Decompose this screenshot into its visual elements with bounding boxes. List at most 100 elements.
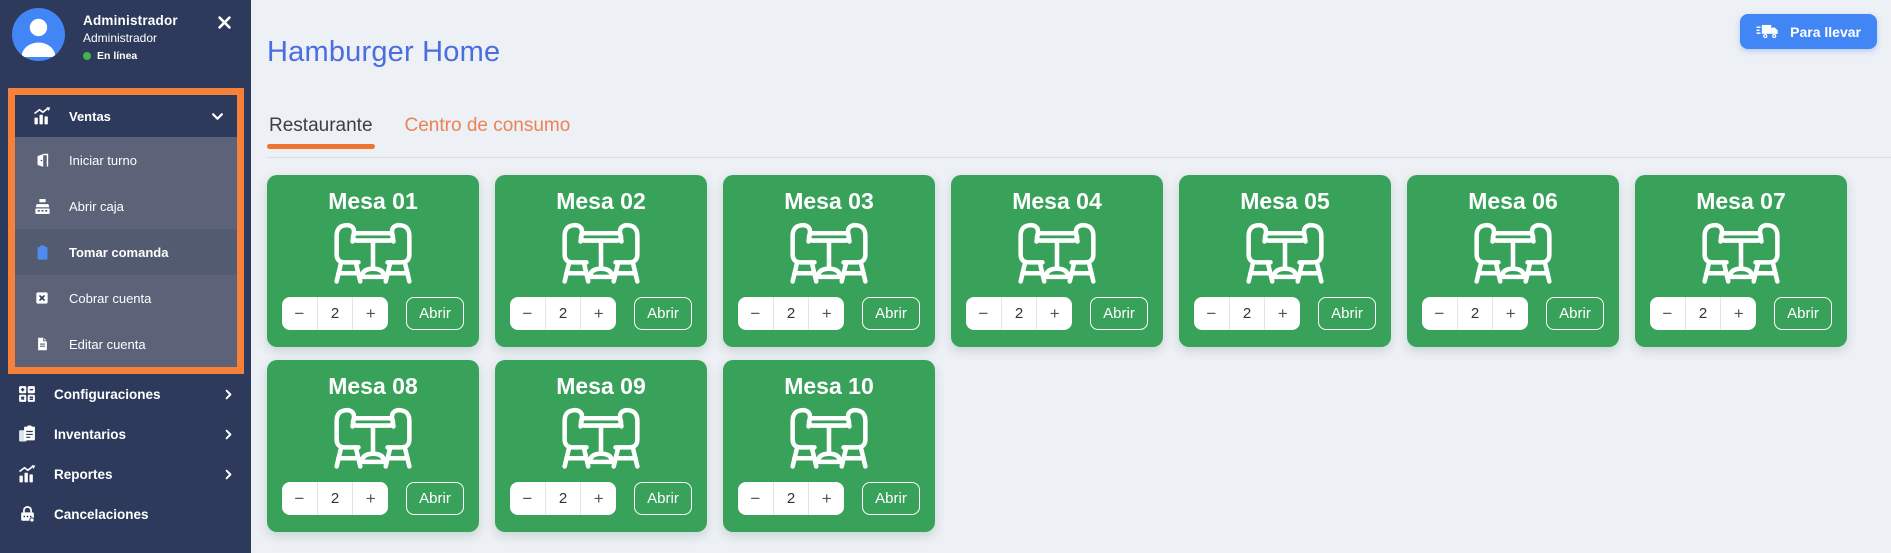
table-chairs-icon [770, 216, 888, 296]
table-card: Mesa 03 [723, 175, 935, 347]
sidebar: Administrador Administrador En línea Ven… [0, 0, 251, 553]
card-controls: − 2 + Abrir [267, 482, 479, 515]
decrement-button[interactable]: − [1194, 297, 1229, 330]
seats-value: 2 [1684, 297, 1722, 330]
reports-chart-icon [15, 463, 39, 485]
open-table-button[interactable]: Abrir [1774, 297, 1832, 330]
card-controls: − 2 + Abrir [267, 297, 479, 330]
table-card: Mesa 01 [267, 175, 479, 347]
open-table-button[interactable]: Abrir [1318, 297, 1376, 330]
seats-stepper: − 2 + [282, 482, 388, 515]
menu-item-cancelaciones[interactable]: Cancelaciones [0, 494, 251, 534]
increment-button[interactable]: + [353, 297, 388, 330]
table-chairs-icon [1454, 216, 1572, 296]
open-table-button[interactable]: Abrir [1090, 297, 1148, 330]
increment-button[interactable]: + [1721, 297, 1756, 330]
menu-item-label: Ventas [69, 108, 111, 124]
para-llevar-button[interactable]: Para llevar [1740, 14, 1877, 49]
submenu-item-label: Tomar comanda [69, 244, 169, 260]
open-table-button[interactable]: Abrir [1546, 297, 1604, 330]
tab-restaurante[interactable]: Restaurante [267, 115, 375, 149]
tab-centro-de-consumo[interactable]: Centro de consumo [404, 115, 571, 136]
table-name: Mesa 04 [1012, 188, 1102, 214]
table-card: Mesa 05 [1179, 175, 1391, 347]
decrement-button[interactable]: − [738, 297, 773, 330]
seats-stepper: − 2 + [738, 482, 844, 515]
decrement-button[interactable]: − [282, 482, 317, 515]
menu-item-ventas[interactable]: Ventas [15, 95, 237, 137]
table-card: Mesa 10 [723, 360, 935, 532]
seats-stepper: − 2 + [1194, 297, 1300, 330]
submenu-item-cobrar-cuenta[interactable]: Cobrar cuenta [15, 275, 237, 321]
increment-button[interactable]: + [1265, 297, 1300, 330]
open-table-button[interactable]: Abrir [862, 482, 920, 515]
menu-item-reportes[interactable]: Reportes [0, 454, 251, 494]
seats-stepper: − 2 + [966, 297, 1072, 330]
increment-button[interactable]: + [1493, 297, 1528, 330]
table-card: Mesa 04 [951, 175, 1163, 347]
table-chairs-icon [314, 401, 432, 481]
menu-item-label: Configuraciones [54, 386, 161, 402]
decrement-button[interactable]: − [510, 482, 545, 515]
table-card: Mesa 02 [495, 175, 707, 347]
table-name: Mesa 10 [784, 373, 874, 399]
submenu-item-abrir-caja[interactable]: Abrir caja [15, 183, 237, 229]
increment-button[interactable]: + [809, 482, 844, 515]
table-card: Mesa 09 [495, 360, 707, 532]
chevron-down-icon [210, 109, 225, 124]
close-sidebar-button[interactable] [214, 12, 235, 33]
submenu-item-editar-cuenta[interactable]: Editar cuenta [15, 321, 237, 367]
increment-button[interactable]: + [353, 482, 388, 515]
card-controls: − 2 + Abrir [723, 297, 935, 330]
increment-button[interactable]: + [581, 297, 616, 330]
increment-button[interactable]: + [581, 482, 616, 515]
open-table-button[interactable]: Abrir [634, 482, 692, 515]
decrement-button[interactable]: − [1422, 297, 1457, 330]
decrement-button[interactable]: − [282, 297, 317, 330]
table-name: Mesa 07 [1696, 188, 1786, 214]
table-name: Mesa 08 [328, 373, 418, 399]
menu-item-label: Inventarios [54, 426, 127, 442]
table-chairs-icon [542, 216, 660, 296]
submenu-item-iniciar-turno[interactable]: Iniciar turno [15, 137, 237, 183]
x-square-icon [30, 287, 54, 309]
cash-register-icon [30, 195, 54, 217]
increment-button[interactable]: + [809, 297, 844, 330]
open-table-button[interactable]: Abrir [634, 297, 692, 330]
decrement-button[interactable]: − [510, 297, 545, 330]
chevron-right-icon [222, 428, 235, 441]
seats-stepper: − 2 + [1422, 297, 1528, 330]
open-table-button[interactable]: Abrir [406, 482, 464, 515]
table-name: Mesa 06 [1468, 188, 1558, 214]
open-table-button[interactable]: Abrir [862, 297, 920, 330]
menu-item-label: Cancelaciones [54, 506, 149, 522]
tables-grid: Mesa 01 [267, 175, 1875, 532]
table-name: Mesa 05 [1240, 188, 1330, 214]
card-controls: − 2 + Abrir [1635, 297, 1847, 330]
truck-icon [1756, 23, 1780, 40]
card-controls: − 2 + Abrir [1179, 297, 1391, 330]
decrement-button[interactable]: − [966, 297, 1001, 330]
seats-stepper: − 2 + [282, 297, 388, 330]
menu-item-inventarios[interactable]: Inventarios [0, 414, 251, 454]
person-icon [21, 18, 56, 57]
tabs-divider [267, 157, 1891, 158]
seats-stepper: − 2 + [738, 297, 844, 330]
card-controls: − 2 + Abrir [495, 482, 707, 515]
online-dot-icon [83, 52, 91, 60]
submenu-item-tomar-comanda[interactable]: Tomar comanda [15, 229, 237, 275]
calculator-icon [15, 383, 39, 405]
table-card: Mesa 06 [1407, 175, 1619, 347]
open-table-button[interactable]: Abrir [406, 297, 464, 330]
user-name: Administrador [83, 13, 178, 28]
chevron-right-icon [222, 468, 235, 481]
increment-button[interactable]: + [1037, 297, 1072, 330]
decrement-button[interactable]: − [1650, 297, 1685, 330]
table-name: Mesa 03 [784, 188, 874, 214]
table-chairs-icon [1682, 216, 1800, 296]
decrement-button[interactable]: − [738, 482, 773, 515]
menu-item-configuraciones[interactable]: Configuraciones [0, 374, 251, 414]
